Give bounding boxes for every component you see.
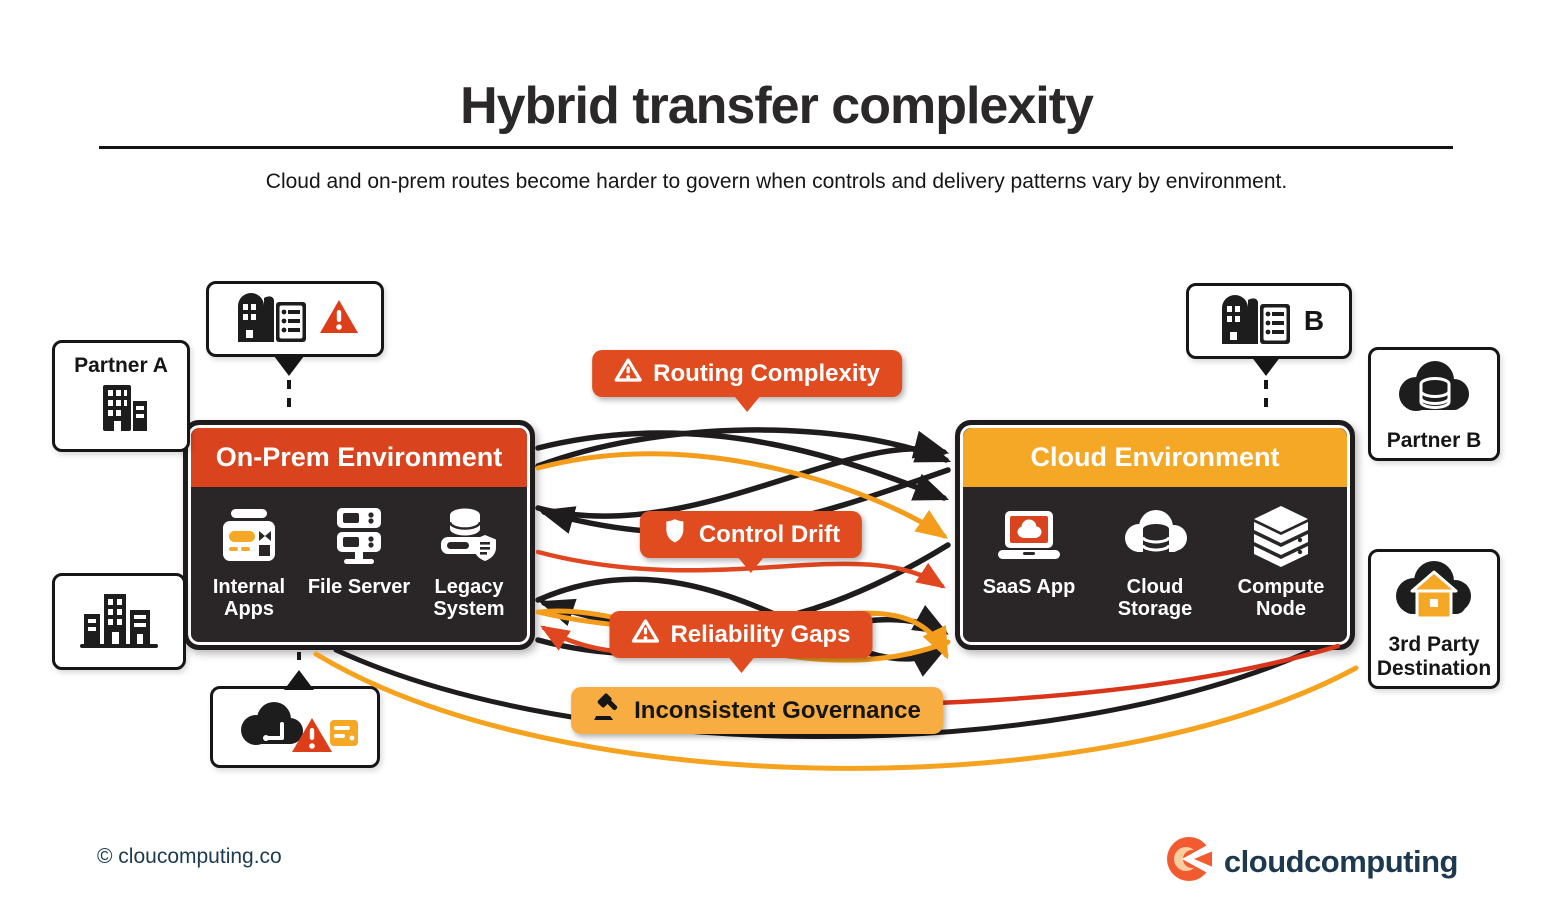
warning-triangle-icon [614, 357, 642, 390]
onprem-item-file-server: File Server [304, 501, 414, 599]
cloud-sync-icon [230, 694, 360, 761]
cloud-site-b-box: B [1186, 283, 1352, 359]
title-divider [99, 146, 1453, 149]
badge-pointer [733, 396, 760, 412]
onprem-environment-title: On-Prem Environment [191, 428, 527, 487]
cloud-item-saas-app: SaaS App [973, 501, 1085, 599]
cloud-environment-title: Cloud Environment [963, 428, 1347, 487]
saas-app-icon [994, 501, 1064, 571]
onprem-item-label: File Server [307, 576, 411, 598]
onprem-site-alert-box [206, 281, 384, 357]
cloud-item-label: SaaS App [982, 576, 1076, 598]
reliability-gaps-badge: Reliability Gaps [609, 611, 873, 673]
legacy-system-icon [437, 501, 501, 571]
inconsistent-governance-badge: Inconsistent Governance [571, 687, 943, 734]
routing-complexity-badge: Routing Complexity [592, 350, 902, 412]
third-party-label: 3rd Party Destination [1376, 633, 1492, 680]
building-clipboard-icon [230, 290, 314, 349]
cloud-house-icon [1386, 558, 1482, 629]
building-icon [89, 381, 153, 438]
page-subtitle: Cloud and on-prem routes become harder t… [265, 170, 1288, 193]
cloud-item-label: Compute Node [1237, 576, 1325, 620]
page-title: Hybrid transfer complexity [460, 77, 1094, 135]
cloud-database-icon [1391, 356, 1477, 427]
city-buildings-icon [80, 590, 158, 653]
badge-pointer [738, 557, 764, 573]
onprem-item-internal-apps: Internal Apps [194, 501, 304, 620]
brand-c-icon [1166, 836, 1213, 887]
brand-name: cloudcomputing [1223, 843, 1459, 879]
control-drift-badge: Control Drift [639, 511, 863, 573]
cloud-sync-alert-box [210, 686, 380, 768]
third-party-destination-box: 3rd Party Destination [1368, 549, 1500, 689]
warning-triangle-icon [631, 618, 660, 651]
file-server-icon [327, 501, 391, 571]
copyright-text: © cloucomputing.co [97, 845, 282, 868]
badge-label: Reliability Gaps [670, 620, 851, 648]
internal-apps-icon [217, 501, 281, 571]
onprem-item-label: Legacy System [433, 576, 505, 620]
partner-b-label: Partner B [1386, 428, 1482, 452]
partner-b-box: Partner B [1368, 347, 1500, 461]
onprem-item-label: Internal Apps [212, 576, 286, 620]
badge-pointer [728, 657, 754, 673]
compute-node-icon [1248, 501, 1314, 571]
badge-label: Control Drift [698, 520, 841, 548]
partner-a-label: Partner A [74, 353, 168, 377]
onprem-item-legacy-system: Legacy System [414, 501, 524, 620]
partner-a-box: Partner A [52, 340, 190, 452]
warning-triangle-icon [318, 298, 360, 341]
cloud-storage-icon [1119, 501, 1191, 571]
site-b-letter: B [1303, 305, 1325, 336]
brand-logo: cloudcomputing [1166, 836, 1459, 887]
building-clipboard-icon [1214, 292, 1298, 351]
city-buildings-box [52, 573, 186, 670]
cloud-environment-box: Cloud Environment SaaS App [955, 420, 1355, 650]
gavel-icon [593, 693, 623, 728]
shield-icon [662, 517, 688, 552]
cloud-item-compute-node: Compute Node [1225, 501, 1337, 620]
cloud-item-cloud-storage: Cloud Storage [1099, 501, 1211, 620]
cloud-item-label: Cloud Storage [1117, 576, 1193, 620]
badge-label: Inconsistent Governance [634, 696, 921, 724]
badge-label: Routing Complexity [653, 359, 880, 387]
onprem-environment-box: On-Prem Environment Internal Apps [183, 420, 535, 650]
